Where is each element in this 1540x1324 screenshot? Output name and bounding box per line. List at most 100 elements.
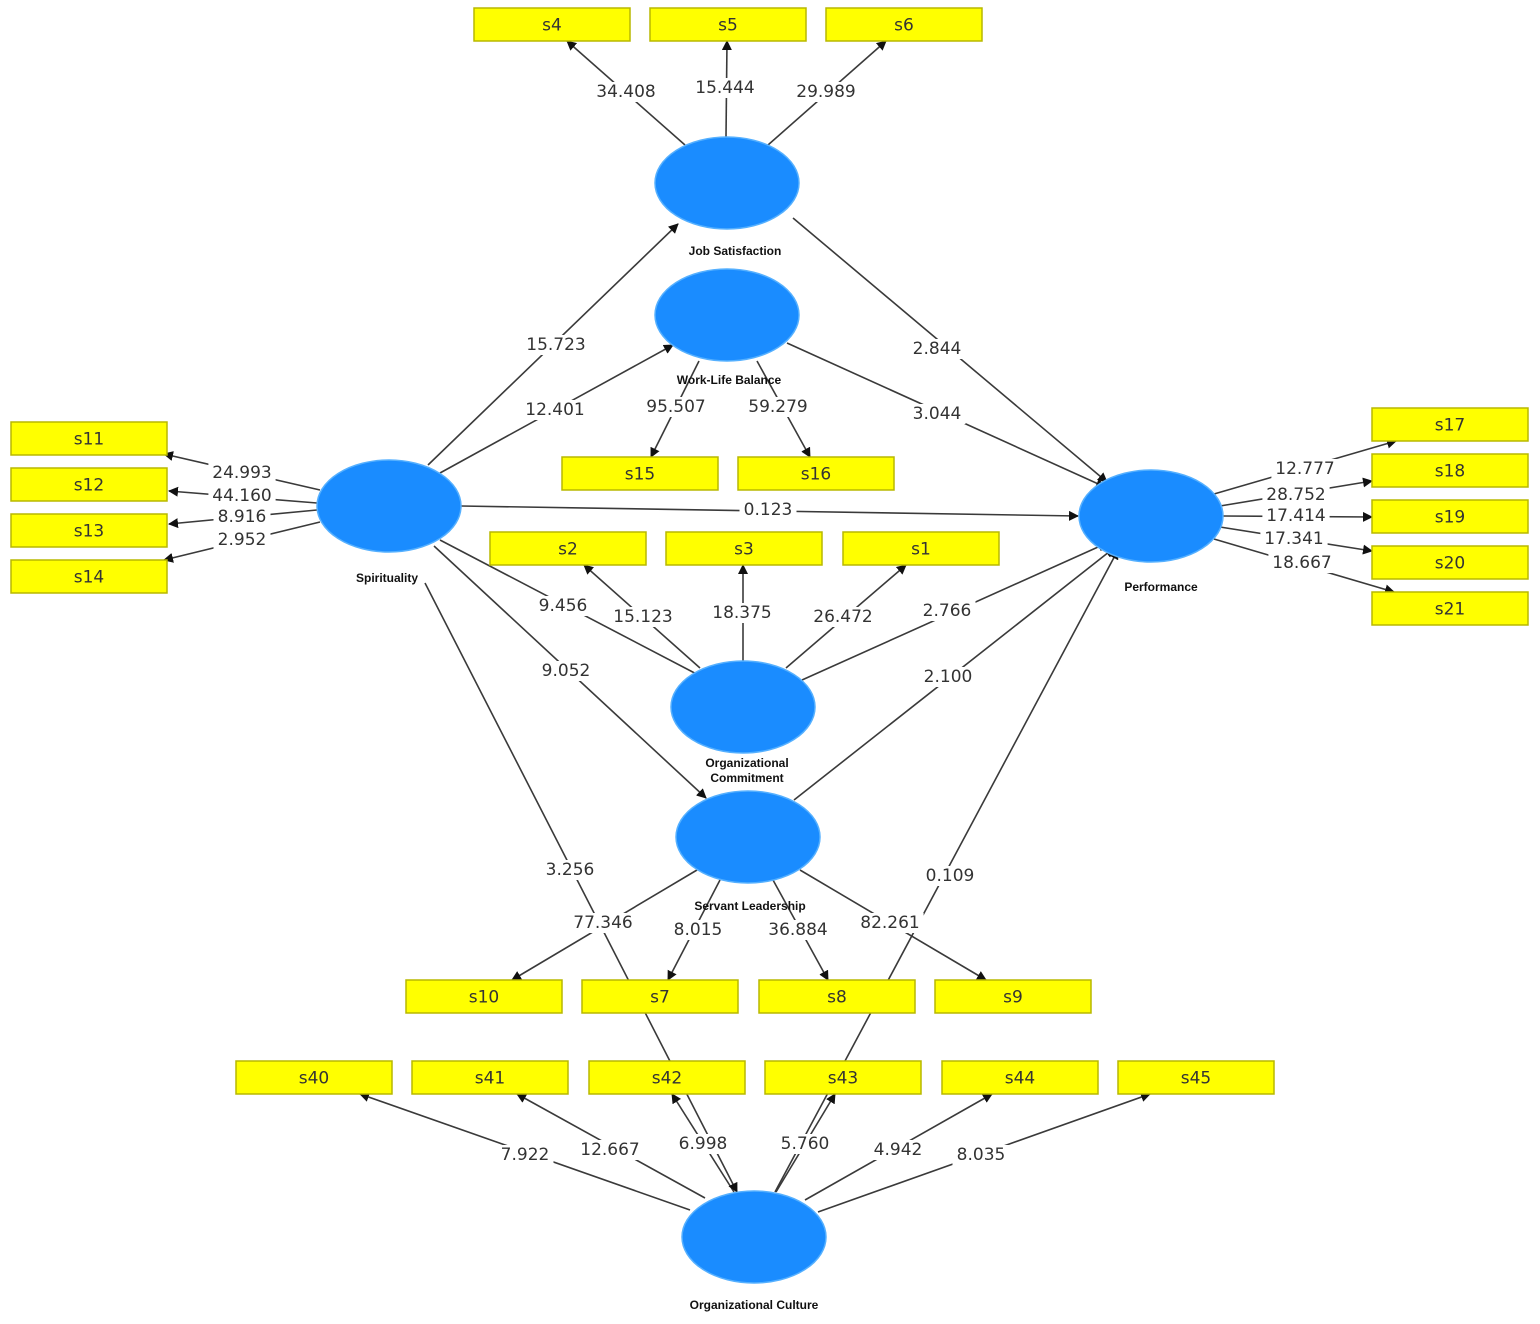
loading-label-bg (496, 1145, 554, 1165)
path-label-sl-to-pf: 2.100 (924, 667, 973, 687)
indicator-box-s40[interactable] (235, 1060, 393, 1095)
loading-label-js-to-s5: 15.444 (695, 78, 754, 98)
indicator-box-s2[interactable] (489, 531, 647, 566)
indicator-label-s6: s6 (894, 16, 914, 36)
indicator-box-s21[interactable] (1371, 591, 1529, 626)
path-label-js-to-pf: 2.844 (913, 339, 962, 359)
construct-name-servant-leadership: Servant Leadership (694, 899, 805, 913)
path-label-bg (534, 596, 592, 616)
indicator-label-s43: s43 (828, 1069, 859, 1089)
indicator-box-s9[interactable] (934, 979, 1092, 1014)
indicator-box-s20[interactable] (1371, 545, 1529, 580)
loading-label-bg (744, 397, 812, 417)
loading-label-pf-to-s18: 28.752 (1266, 485, 1325, 505)
indicator-box-s7[interactable] (581, 979, 739, 1014)
indicator-box-s44[interactable] (941, 1060, 1099, 1095)
construct-servant-leadership[interactable] (675, 790, 821, 884)
path-label-bg (521, 400, 589, 420)
indicator-label-s15: s15 (625, 465, 656, 485)
indicator-box-s14[interactable] (10, 559, 168, 594)
loading-label-bg (764, 920, 832, 940)
indicator-label-s19: s19 (1435, 508, 1466, 528)
loading-label-bg (674, 1134, 732, 1154)
path-label-bg (919, 667, 977, 687)
indicator-box-s43[interactable] (764, 1060, 922, 1095)
path-label-sp-to-sl: 9.052 (542, 661, 591, 681)
indicator-label-s17: s17 (1435, 416, 1466, 436)
loading-label-sl-to-s7: 8.015 (674, 920, 723, 940)
indicator-box-s3[interactable] (665, 531, 823, 566)
loading-label-pf-to-s20: 17.341 (1264, 529, 1323, 549)
path-label-bg (908, 339, 966, 359)
construct-name-organizational-commitment-line-2: Commitment (710, 771, 783, 785)
construct-work-life-balance[interactable] (654, 268, 800, 362)
construct-name-organizational-culture: Organizational Culture (690, 1298, 819, 1312)
loading-label-bg (856, 913, 924, 933)
indicator-label-s40: s40 (299, 1069, 330, 1089)
loading-label-cu-to-s41: 12.667 (580, 1140, 639, 1160)
indicator-label-s4: s4 (542, 16, 562, 36)
construct-performance[interactable] (1078, 469, 1224, 563)
loading-label-cu-to-s40: 7.922 (501, 1145, 550, 1165)
path-label-oc-to-pf: 2.766 (923, 601, 972, 621)
loading-label-bg (1271, 459, 1339, 479)
loading-label-bg (869, 1140, 927, 1160)
loading-label-bg (213, 507, 271, 527)
indicator-box-s13[interactable] (10, 513, 168, 548)
indicator-label-s18: s18 (1435, 462, 1466, 482)
construct-organizational-culture[interactable] (681, 1190, 827, 1284)
loading-label-bg (1262, 485, 1330, 505)
path-label-wlb-to-pf: 3.044 (913, 404, 962, 424)
indicator-box-s45[interactable] (1117, 1060, 1275, 1095)
indicator-box-s16[interactable] (737, 456, 895, 491)
construct-name-work-life-balance: Work-Life Balance (677, 373, 782, 387)
indicator-box-s4[interactable] (473, 7, 631, 42)
indicator-box-s15[interactable] (561, 456, 719, 491)
construct-spirituality[interactable] (316, 459, 462, 553)
indicator-box-s10[interactable] (405, 979, 563, 1014)
indicator-box-s18[interactable] (1371, 453, 1529, 488)
indicator-box-s6[interactable] (825, 7, 983, 42)
loading-label-bg (592, 82, 660, 102)
path-label-bg (739, 500, 797, 520)
indicator-label-s42: s42 (652, 1069, 683, 1089)
indicator-box-s42[interactable] (588, 1060, 746, 1095)
path-label-sp-to-js: 15.723 (526, 335, 585, 355)
loading-label-bg (691, 78, 759, 98)
path-label-cu-to-pf: 0.109 (926, 866, 975, 886)
loading-label-bg (669, 920, 727, 940)
loading-label-bg (576, 1140, 644, 1160)
path-label-sp-to-pf: 0.123 (744, 500, 793, 520)
indicator-label-s10: s10 (469, 988, 500, 1008)
indicator-box-s12[interactable] (10, 467, 168, 502)
constructs-layer (316, 136, 1224, 1284)
path-label-sp-to-cu: 3.256 (546, 860, 595, 880)
indicator-label-s16: s16 (801, 465, 832, 485)
indicator-box-s41[interactable] (411, 1060, 569, 1095)
indicator-box-s8[interactable] (758, 979, 916, 1014)
construct-name-organizational-commitment-line-1: Organizational (705, 756, 788, 770)
loading-label-wlb-to-s16: 59.279 (748, 397, 807, 417)
indicator-box-s11[interactable] (10, 421, 168, 456)
indicator-label-s2: s2 (558, 540, 578, 560)
indicator-label-s8: s8 (827, 988, 847, 1008)
loading-label-oc-to-s1: 26.472 (813, 607, 872, 627)
path-label-bg (522, 335, 590, 355)
indicator-box-s19[interactable] (1371, 499, 1529, 534)
loading-label-bg (569, 913, 637, 933)
indicator-box-s1[interactable] (842, 531, 1000, 566)
indicator-label-s14: s14 (74, 568, 105, 588)
path-label-bg (921, 866, 979, 886)
construct-organizational-commitment[interactable] (670, 660, 816, 754)
loading-label-bg (792, 82, 860, 102)
indicator-box-s17[interactable] (1371, 407, 1529, 442)
indicator-box-s5[interactable] (649, 7, 807, 42)
construct-job-satisfaction[interactable] (654, 136, 800, 230)
indicator-label-s3: s3 (734, 540, 754, 560)
indicator-label-s20: s20 (1435, 554, 1466, 574)
indicator-label-s45: s45 (1181, 1069, 1212, 1089)
loading-label-cu-to-s45: 8.035 (957, 1145, 1006, 1165)
